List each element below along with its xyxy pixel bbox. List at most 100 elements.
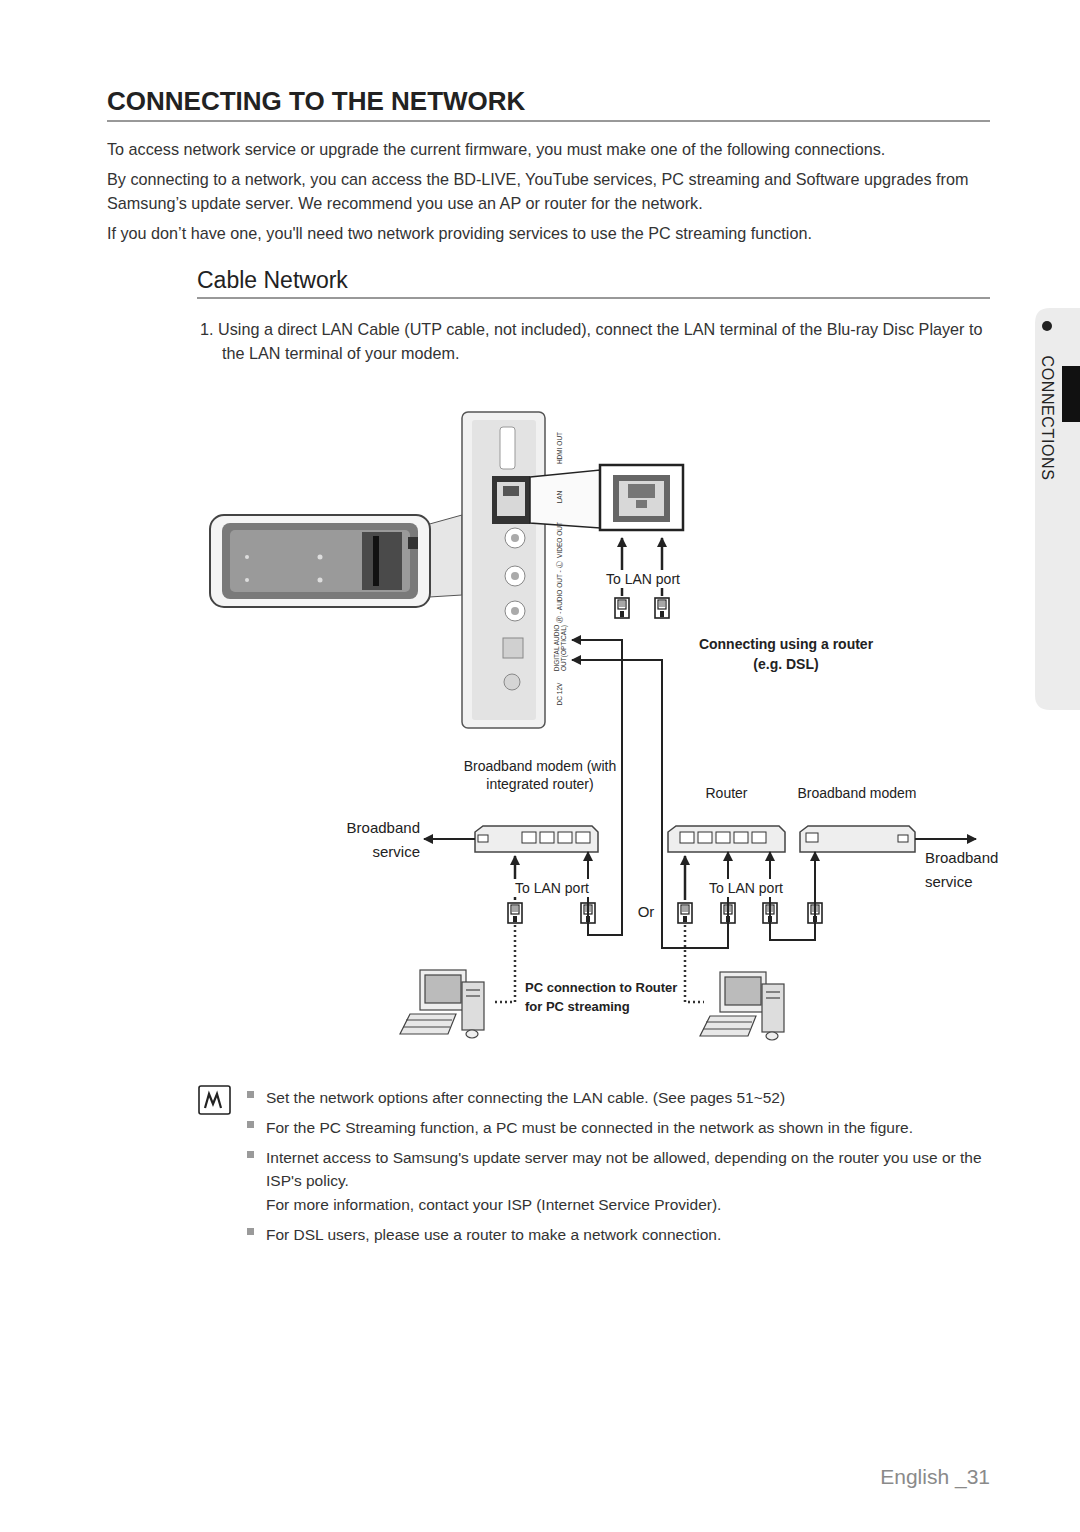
- drawing-part: [475, 826, 598, 852]
- device-label: Router: [668, 784, 785, 802]
- drawing-part: [680, 832, 694, 843]
- drawing-part: [725, 977, 761, 1005]
- drawing-part: [511, 607, 519, 615]
- broadband-arrows: [424, 838, 976, 840]
- port-label: To LAN port: [702, 879, 790, 897]
- lan-cable: [572, 660, 728, 948]
- tab-label: CONNECTIONS: [1037, 338, 1057, 498]
- drawing-part: [619, 481, 664, 516]
- drawing-part: [245, 578, 249, 582]
- drawing-part: [636, 500, 647, 508]
- drawing-part: [678, 903, 692, 923]
- port-name: DIGITAL AUDIO OUT(OPTICAL): [553, 622, 567, 674]
- port-label: To LAN port: [508, 879, 596, 897]
- device-label: Broadband modem: [795, 784, 919, 802]
- service-label: Broadband service: [925, 846, 1005, 894]
- drawing-part: [199, 1086, 230, 1114]
- rear-panel: [462, 412, 545, 728]
- modem-device: [800, 826, 915, 852]
- drawing-part: [245, 555, 249, 559]
- drawing-part: [540, 832, 554, 843]
- drawing-part: [613, 475, 670, 522]
- drawing-part: [522, 832, 536, 843]
- drawing-part: [462, 412, 545, 728]
- pc-right: [700, 972, 784, 1040]
- drawing-part: [362, 532, 402, 590]
- pc-left: [400, 970, 484, 1038]
- drawing-part: [247, 1228, 254, 1235]
- port-name: DC 12V: [556, 679, 563, 709]
- intro-text: To access network service or upgrade the…: [107, 137, 992, 161]
- drawing-part: [247, 1091, 254, 1098]
- router-device: [668, 826, 785, 852]
- step-text: 1. Using a direct LAN Cable (UTP cable, …: [200, 317, 990, 365]
- service-label: Broadband service: [336, 816, 420, 864]
- note-text: Internet access to Samsung's update serv…: [266, 1146, 991, 1192]
- drawing-part: [600, 465, 683, 530]
- intro-text: If you don’t have one, you'll need two n…: [107, 221, 992, 245]
- or-label: Or: [634, 903, 658, 921]
- drawing-part: [505, 528, 525, 548]
- drawing-part: [762, 984, 784, 1032]
- player-top-view: [210, 515, 462, 607]
- drawing-part: [197, 298, 990, 299]
- drawing-part: [684, 856, 687, 900]
- device-node: Router: [668, 784, 785, 852]
- note-text: For more information, contact your ISP (…: [266, 1193, 991, 1216]
- drawing-part: [403, 1020, 452, 1027]
- drawing-part: [492, 476, 530, 524]
- drawing-part: [685, 925, 704, 1002]
- drawing-part: [752, 832, 766, 843]
- port-name: VIDEO OUT: [556, 518, 563, 562]
- drawing-part: [318, 578, 323, 583]
- port-name: HDMI OUT: [556, 428, 563, 468]
- drawing-part: [508, 903, 522, 923]
- port-name: LAN: [556, 487, 563, 507]
- page-number: English _31: [840, 1464, 990, 1490]
- caption-label: Connecting using a router (e.g. DSL): [688, 634, 884, 674]
- drawing-part: [247, 1121, 254, 1128]
- drawing-part: [420, 970, 466, 1010]
- port-label: To LAN port: [598, 570, 688, 588]
- side-tab: [1035, 308, 1080, 710]
- drawing-part: [466, 1030, 478, 1038]
- drawing-part: [668, 826, 785, 852]
- drawing-part: [1042, 321, 1052, 331]
- drawing-part: [492, 925, 515, 1002]
- device-node: Broadband modem (with integrated router): [455, 757, 625, 852]
- drawing-part: [1035, 308, 1080, 710]
- drawing-part: [500, 427, 515, 469]
- note-bullets: [247, 1091, 254, 1235]
- drawing-part: [530, 470, 600, 528]
- note-text: For the PC Streaming function, a PC must…: [266, 1116, 991, 1139]
- drawing-part: [558, 832, 572, 843]
- drawing-part: [230, 530, 410, 592]
- drawing-part: [466, 989, 480, 990]
- drawing-part: [806, 833, 818, 842]
- drawing-part: [472, 420, 536, 720]
- drawing-part: [107, 121, 990, 122]
- drawing-part: [247, 1151, 254, 1158]
- drawing-part: [615, 598, 629, 618]
- drawing-part: [505, 566, 525, 586]
- drawing-part: [915, 838, 976, 840]
- drawing-part: [698, 832, 712, 843]
- drawing-part: [400, 1014, 456, 1034]
- drawing-part: [716, 832, 730, 843]
- drawing-part: [766, 1032, 778, 1040]
- drawing-part: [703, 1022, 752, 1029]
- drawing-part: [734, 832, 748, 843]
- device-label: Broadband modem (with integrated router): [455, 757, 625, 793]
- drawing-part: [408, 537, 418, 549]
- page-title: CONNECTING TO THE NETWORK: [107, 86, 525, 117]
- drawing-part: [576, 832, 590, 843]
- drawing-part: [800, 826, 915, 852]
- drawing-part: [462, 982, 484, 1030]
- drawing-part: [511, 572, 519, 580]
- drawing-part: [478, 835, 488, 842]
- drawing-part: [655, 598, 669, 618]
- lan-port-zoom: [530, 465, 683, 530]
- drawing-part: [511, 534, 519, 542]
- intro-text: By connecting to a network, you can acce…: [107, 167, 992, 215]
